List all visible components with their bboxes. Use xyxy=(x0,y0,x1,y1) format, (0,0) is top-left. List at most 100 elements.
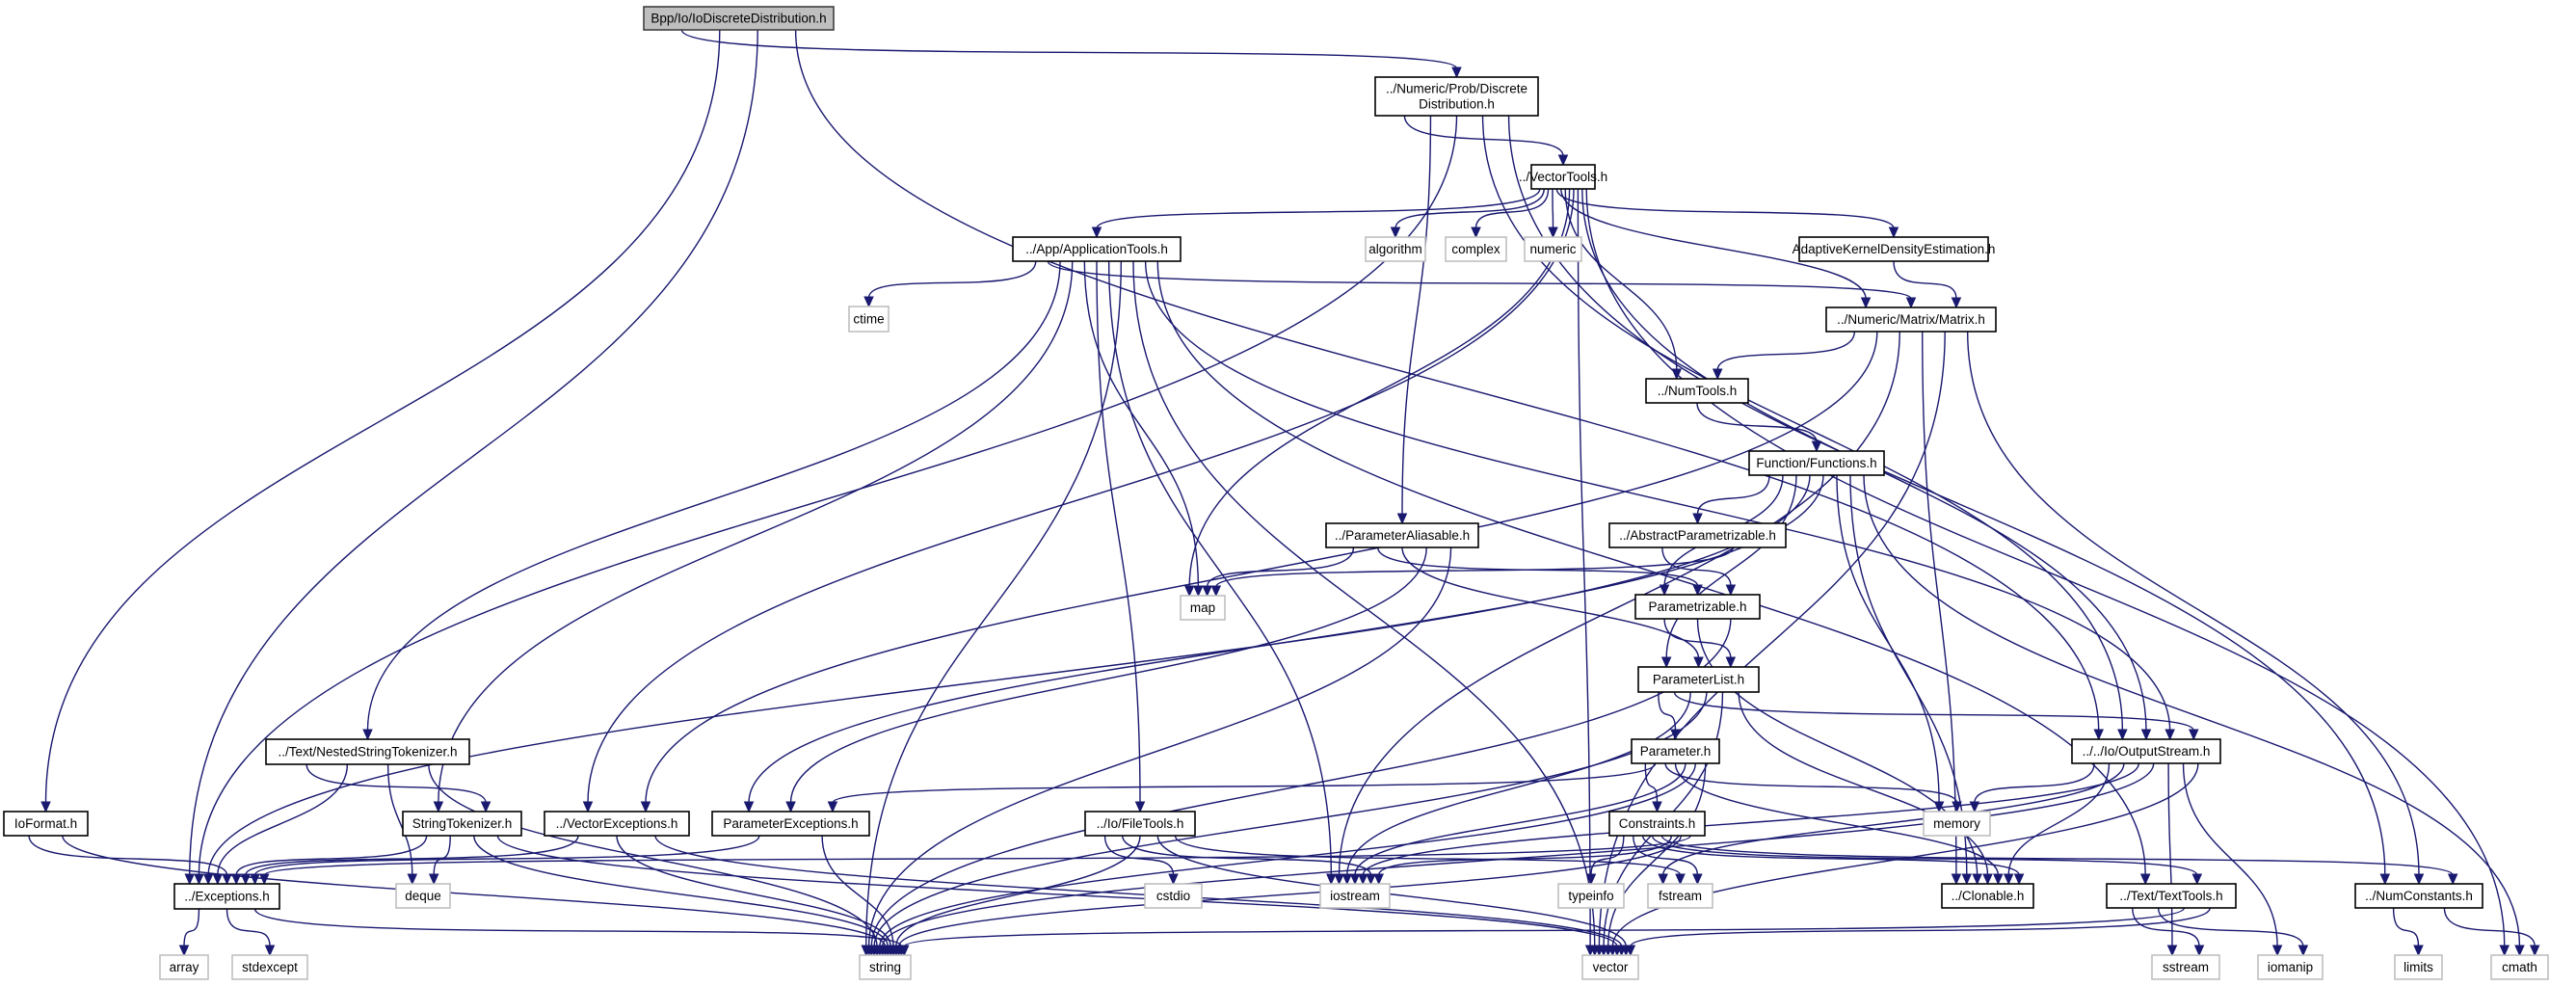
node-root[interactable]: Bpp/Io/IoDiscreteDistribution.h xyxy=(643,6,835,31)
node-paramlist[interactable]: ParameterList.h xyxy=(1637,666,1760,693)
edge-parametrizable-to-paramlist xyxy=(1663,618,1732,659)
arrowhead-icon xyxy=(1692,873,1703,886)
node-constraints[interactable]: Constraints.h xyxy=(1608,811,1706,837)
edge-apptools-to-stringtok xyxy=(438,260,1074,804)
edge-numconstants-to-limits xyxy=(2392,907,2420,947)
node-box xyxy=(1941,883,2034,909)
arrowhead-icon xyxy=(1951,873,1962,886)
node-label: algorithm xyxy=(1368,242,1422,256)
arrowhead-icon xyxy=(362,729,373,741)
node-stringtok[interactable]: StringTokenizer.h xyxy=(402,811,522,837)
node-discdist[interactable]: ../Numeric/Prob/DiscreteDistribution.h xyxy=(1374,76,1539,117)
edge-nestedtok-to-exceptions xyxy=(217,763,349,876)
edge-apptools-to-string xyxy=(865,260,1123,947)
edge-paramlist-to-parameter xyxy=(1658,691,1677,732)
node-label: ../ParameterAliasable.h xyxy=(1335,528,1470,543)
edge-apptools-to-vector xyxy=(1132,260,1596,947)
edge-nestedtok-to-stringtok xyxy=(305,763,487,804)
arrowhead-icon xyxy=(2140,729,2152,741)
edge-root-to-ioformat xyxy=(44,29,721,804)
node-clonable[interactable]: ../Clonable.h xyxy=(1941,883,2034,909)
node-numconstants[interactable]: ../NumConstants.h xyxy=(2354,883,2483,909)
node-vecexc[interactable]: ../VectorExceptions.h xyxy=(544,811,690,837)
node-box xyxy=(1374,76,1539,117)
node-functions[interactable]: Function/Functions.h xyxy=(1748,450,1885,476)
node-vectortools[interactable]: ../VectorTools.h xyxy=(1519,164,1607,190)
node-parameter[interactable]: Parameter.h xyxy=(1631,738,1720,764)
arrowhead-icon xyxy=(2499,945,2510,957)
node-label: ../Numeric/Matrix/Matrix.h xyxy=(1837,312,1985,327)
node-label: ctime xyxy=(853,312,884,327)
edge-vectortools-to-algorithm xyxy=(1394,188,1545,229)
arrowhead-icon xyxy=(1193,585,1204,598)
edge-paramlist-to-iostream xyxy=(1346,691,1691,876)
node-apptools[interactable]: ../App/ApplicationTools.h xyxy=(1012,236,1182,262)
edge-vectortools-to-numeric xyxy=(1552,188,1554,229)
node-label: complex xyxy=(1451,242,1500,256)
edge-parameter-to-constraints xyxy=(1644,762,1659,804)
node-box xyxy=(1631,738,1720,764)
arrowhead-icon xyxy=(1660,656,1672,669)
arrowhead-icon xyxy=(1652,801,1662,813)
edge-stringtok-to-deque xyxy=(433,835,451,876)
arrowhead-icon xyxy=(1210,585,1222,598)
node-box xyxy=(848,306,890,333)
node-outputstream[interactable]: ../../Io/OutputStream.h xyxy=(2071,738,2221,764)
node-box xyxy=(2257,954,2324,980)
arrowhead-icon xyxy=(1334,873,1344,886)
edge-discdist-to-numconstants xyxy=(1507,115,2386,876)
edge-paramlist-to-outputstream xyxy=(1673,691,2194,732)
arrowhead-icon xyxy=(1692,584,1703,597)
node-parametrizable[interactable]: Parametrizable.h xyxy=(1634,594,1761,620)
node-label: ../NumConstants.h xyxy=(2365,889,2473,903)
edge-discdist-to-exceptions xyxy=(198,115,1458,876)
node-box xyxy=(265,738,470,765)
node-map: map xyxy=(1180,595,1226,621)
node-label: Bpp/Io/IoDiscreteDistribution.h xyxy=(651,12,826,26)
node-paramexc[interactable]: ParameterExceptions.h xyxy=(711,811,870,837)
arrowhead-icon xyxy=(1860,297,1872,309)
node-numtools[interactable]: ../NumTools.h xyxy=(1645,378,1749,404)
node-box xyxy=(1608,522,1787,548)
node-box xyxy=(3,811,89,837)
edge-texttools-to-string xyxy=(903,907,2186,947)
arrowhead-icon xyxy=(1557,154,1569,167)
edge-constraints-to-iostream xyxy=(1377,835,1673,876)
node-box xyxy=(1645,378,1749,404)
node-exceptions[interactable]: ../Exceptions.h xyxy=(173,883,280,910)
edge-apptools-to-iostream xyxy=(1107,260,1333,876)
node-box xyxy=(1581,954,1639,980)
arrowhead-icon xyxy=(640,801,651,813)
node-sstream: sstream xyxy=(2151,954,2220,980)
node-nestedtok[interactable]: ../Text/NestedStringTokenizer.h xyxy=(265,738,470,765)
node-texttools[interactable]: ../Text/TextTools.h xyxy=(2106,883,2237,909)
node-iostream: iostream xyxy=(1319,883,1391,909)
edge-constraints-to-numconstants xyxy=(1660,835,2454,876)
arrowhead-icon xyxy=(899,945,910,957)
node-absparam[interactable]: ../AbstractParametrizable.h xyxy=(1608,522,1787,548)
arrowhead-icon xyxy=(2193,945,2205,957)
arrowhead-icon xyxy=(863,296,874,308)
edge-paramexc-to-exceptions xyxy=(253,835,760,876)
node-cmath: cmath xyxy=(2490,954,2549,980)
node-label: numeric xyxy=(1529,242,1576,256)
edge-functions-to-absparam xyxy=(1696,474,1770,516)
node-box xyxy=(1557,883,1625,909)
node-box xyxy=(1637,666,1760,693)
node-label: iostream xyxy=(1330,889,1380,903)
edge-vectortools-to-complex xyxy=(1474,188,1550,229)
edge-functions-to-memory xyxy=(1836,474,1940,804)
node-akde[interactable]: AdaptiveKernelDensityEstimation.h xyxy=(1793,236,1996,262)
edge-apptools-to-ctime xyxy=(867,260,1037,299)
arrowhead-icon xyxy=(1659,584,1670,597)
node-filetools[interactable]: ../Io/FileTools.h xyxy=(1084,811,1196,837)
arrowhead-icon xyxy=(2013,873,2025,886)
node-paramaliasable[interactable]: ../ParameterAliasable.h xyxy=(1325,522,1479,548)
arrowhead-icon xyxy=(1972,873,1982,886)
node-matrix[interactable]: ../Numeric/Matrix/Matrix.h xyxy=(1825,306,1997,333)
node-ioformat[interactable]: IoFormat.h xyxy=(3,811,89,837)
node-label: sstream xyxy=(2163,960,2209,974)
node-label: ../VectorExceptions.h xyxy=(556,816,678,831)
arrowhead-icon xyxy=(240,873,252,886)
arrowhead-icon xyxy=(2514,945,2525,957)
